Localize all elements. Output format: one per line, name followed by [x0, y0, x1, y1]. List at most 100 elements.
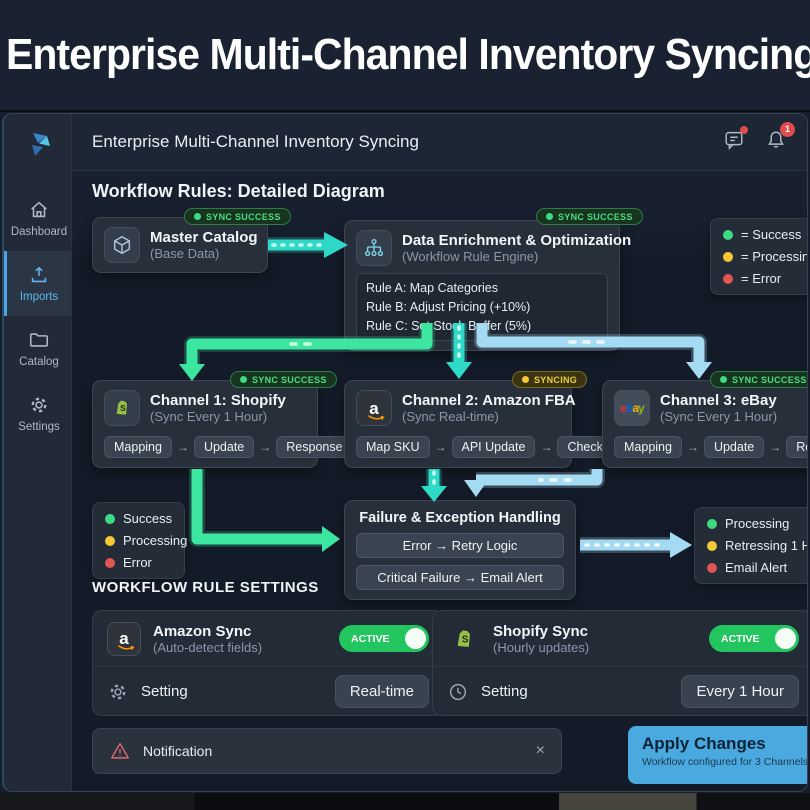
node-channel-ebay[interactable]: ebay Channel 3: eBay (Sync Every 1 Hour)…: [602, 380, 807, 468]
processing-dot: [723, 251, 733, 262]
sidebar-item-dashboard[interactable]: Dashboard: [4, 186, 71, 251]
folder-icon: [29, 333, 49, 347]
setting-value-button[interactable]: Real-time: [334, 675, 429, 708]
node-title: Channel 3: eBay: [660, 392, 777, 409]
status-legend: = Success = Processing = Error: [710, 218, 807, 295]
channel-steps: Map SKU → API Update → Check Stock: [356, 436, 648, 458]
success-dot: [194, 213, 201, 220]
setting-value-button[interactable]: Every 1 Hour: [681, 675, 799, 708]
step-pill: Mapping: [104, 436, 172, 458]
notification-label: Notification: [143, 743, 213, 759]
gear-icon: [31, 397, 47, 413]
card-title: Shopify Sync: [493, 622, 589, 640]
node-title: Channel 2: Amazon FBA: [402, 392, 576, 409]
arrow-separator: →: [769, 440, 782, 454]
alert-status-box: Processing Retressing 1 Hour Email Alert: [694, 507, 807, 584]
step-pill: API Update: [451, 436, 536, 458]
node-channel-amazon[interactable]: a Channel 2: Amazon FBA (Sync Real-time)…: [344, 380, 648, 468]
rule-line: Rule A: Map Categories: [366, 281, 499, 295]
step-pill: Response: [786, 436, 807, 458]
success-dot: [720, 376, 727, 383]
page-banner: Enterprise Multi-Channel Inventory Synci…: [0, 0, 810, 112]
apply-changes-button[interactable]: Apply Changes Workflow configured for 3 …: [628, 726, 807, 784]
sidebar-item-label: Catalog: [19, 356, 59, 368]
svg-text:S: S: [120, 404, 126, 413]
diagram-heading: Workflow Rules: Detailed Diagram: [92, 181, 385, 201]
failure-rule: Critical Failure → Email Alert: [356, 565, 564, 590]
cube-icon: [104, 227, 140, 263]
status-badge: SYNC SUCCESS: [230, 371, 337, 388]
app-header: Enterprise Multi-Channel Inventory Synci…: [72, 114, 807, 171]
arrow-separator: →: [176, 440, 189, 454]
sidebar: Dashboard Imports Catalog Settings: [4, 114, 72, 791]
setting-label: Setting: [481, 683, 528, 700]
processing-dot: [105, 535, 115, 546]
node-subtitle: (Base Data): [150, 246, 220, 261]
rule-line: Rule B: Adjust Pricing (+10%): [366, 299, 531, 314]
card-subtitle: (Hourly updates): [493, 639, 590, 655]
notification-count-badge: 1: [780, 121, 795, 137]
sidebar-item-catalog[interactable]: Catalog: [4, 316, 71, 381]
success-dot: [723, 229, 733, 240]
arrow-separator: →: [540, 440, 553, 454]
active-toggle[interactable]: ACTIVE: [339, 625, 429, 652]
app-header-title: Enterprise Multi-Channel Inventory Synci…: [92, 132, 419, 151]
step-pill: Response: [276, 436, 353, 458]
sitemap-icon: [356, 230, 392, 266]
channel-steps: Mapping → Update → Response: [104, 436, 353, 458]
success-dot: [707, 518, 717, 529]
node-subtitle: (Sync Every 1 Hour): [660, 409, 778, 424]
processing-dot: [707, 540, 717, 551]
success-dot: [546, 213, 553, 220]
sidebar-item-settings[interactable]: Settings: [4, 381, 71, 446]
node-title: Failure & Exception Handling: [359, 510, 561, 526]
chat-icon: [725, 131, 743, 150]
error-dot: [707, 562, 717, 573]
error-dot: [105, 557, 115, 568]
status-badge: SYNC SUCCESS: [710, 371, 807, 388]
status-badge: SYNCING: [512, 371, 588, 388]
sidebar-item-label: Settings: [18, 421, 60, 433]
notifications-button[interactable]: 1: [765, 121, 795, 156]
bell-icon: [768, 130, 784, 148]
amazon-icon: a: [356, 390, 392, 426]
main-content: Workflow Rules: Detailed Diagram Master …: [72, 171, 807, 791]
step-pill: Update: [703, 436, 765, 458]
status-legend: Success Processing Error: [92, 502, 187, 579]
node-failure-handling[interactable]: Failure & Exception Handling Error → Ret…: [344, 500, 576, 600]
channel-steps: Mapping → Update → Response: [614, 436, 807, 458]
home-icon: [31, 201, 47, 218]
ebay-icon: ebay: [614, 390, 650, 426]
close-icon[interactable]: ×: [535, 742, 545, 759]
active-toggle[interactable]: ACTIVE: [709, 625, 799, 652]
sidebar-item-label: Dashboard: [10, 226, 68, 238]
success-dot: [240, 376, 247, 383]
rule-line: Rule C: Set Stock Buffer (5%): [366, 318, 532, 333]
arrow-separator: →: [259, 440, 272, 454]
rule-list: Rule A: Map Categories Rule B: Adjust Pr…: [356, 273, 608, 342]
shopify-icon: S: [104, 390, 140, 426]
clock-icon: [449, 683, 467, 700]
sync-card-amazon: a Amazon Sync (Auto-detect fields) ACTIV…: [92, 610, 444, 716]
node-master-catalog[interactable]: Master Catalog (Base Data): [92, 217, 268, 273]
taskbar: [0, 793, 810, 810]
node-data-enrichment[interactable]: Data Enrichment & Optimization (Workflow…: [344, 220, 631, 352]
app-logo-icon: [4, 114, 71, 186]
sidebar-item-label: Imports: [19, 291, 59, 303]
notification-bar: Notification ×: [92, 728, 562, 774]
messages-button[interactable]: [723, 125, 748, 156]
node-title: Master Catalog: [150, 229, 258, 246]
failure-rule: Error → Retry Logic: [356, 533, 564, 558]
arrow-separator: →: [434, 440, 447, 454]
node-channel-shopify[interactable]: S Channel 1: Shopify (Sync Every 1 Hour)…: [92, 380, 353, 468]
setting-label: Setting: [141, 683, 188, 700]
toggle-knob: [405, 628, 426, 649]
node-subtitle: (Workflow Rule Engine): [402, 249, 539, 264]
sidebar-item-imports[interactable]: Imports: [4, 251, 71, 316]
step-pill: Update: [193, 436, 255, 458]
upload-icon: [31, 266, 47, 283]
gear-icon: [110, 684, 126, 699]
status-badge: SYNC SUCCESS: [184, 208, 291, 225]
processing-dot: [522, 376, 529, 383]
settings-heading: WORKFLOW RULE SETTINGS: [92, 579, 319, 596]
